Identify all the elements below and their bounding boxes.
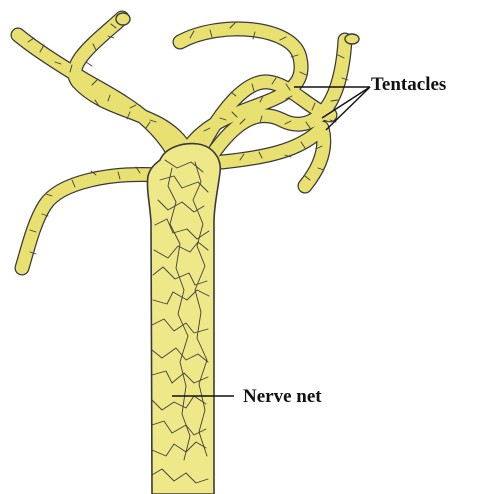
tentacle-right-lower (222, 128, 324, 186)
tentacles-label: Tentacles (371, 75, 446, 94)
nerve-net-label: Nerve net (243, 387, 322, 406)
tentacle-left-lower (22, 174, 160, 268)
hydra-body (147, 144, 220, 494)
